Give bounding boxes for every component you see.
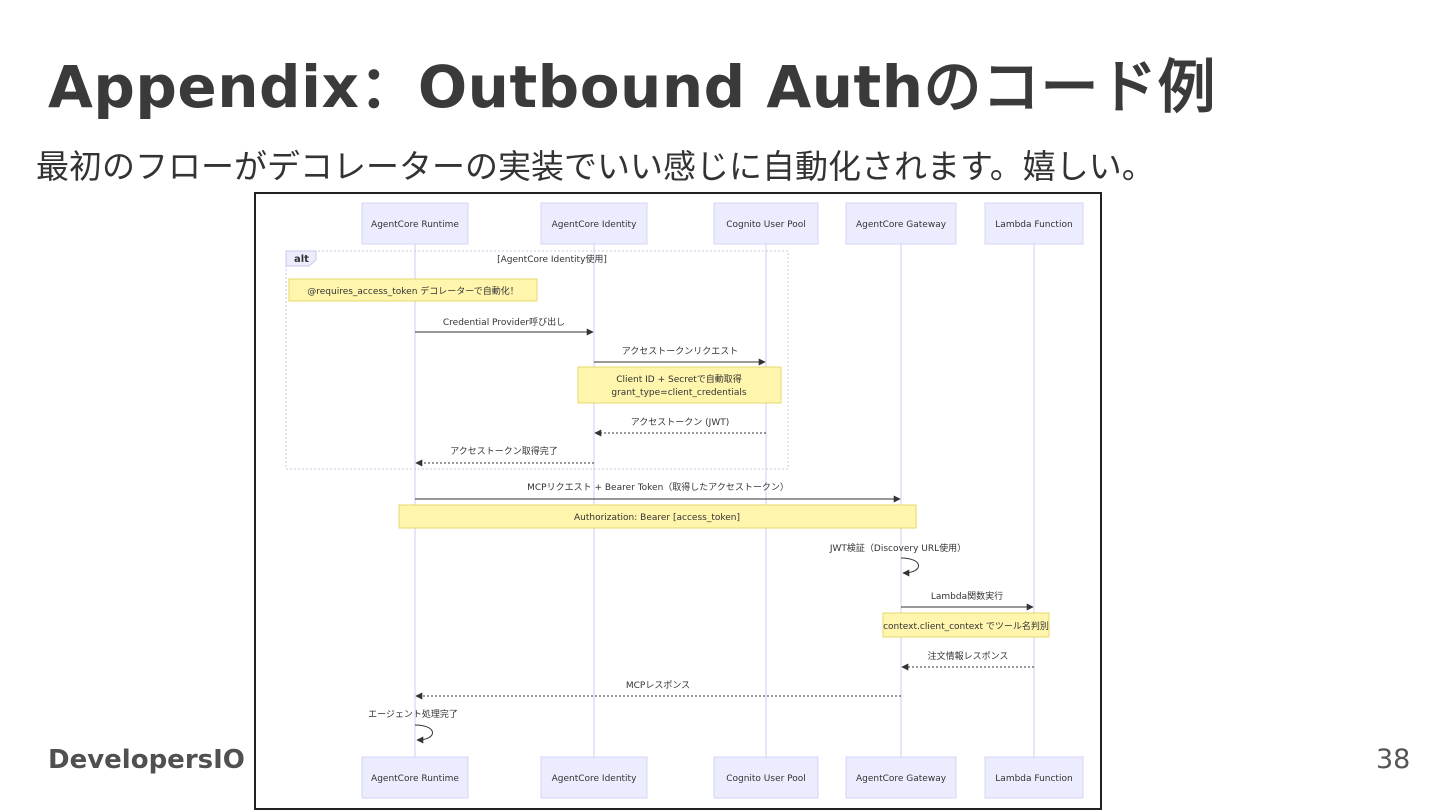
message-label: MCPレスポンス	[626, 680, 690, 691]
note-client-credentials-line2: grant_type=client_credentials	[611, 388, 747, 398]
participant-label: AgentCore Identity	[552, 220, 637, 230]
sequence-diagram: alt [AgentCore Identity使用] @requires_acc…	[254, 192, 1102, 810]
participant-lambda-function-bottom: Lambda Function	[984, 756, 1084, 799]
message-label: アクセストークン取得完了	[450, 445, 558, 457]
alt-keyword: alt	[294, 254, 309, 265]
participant-label: Cognito User Pool	[726, 220, 806, 230]
message-mcp-response: MCPレスポンス	[415, 680, 901, 700]
note-decorator-text: @requires_access_token デコレーターで自動化！	[307, 285, 519, 297]
participant-label: AgentCore Runtime	[371, 220, 459, 230]
message-agent-processing-complete: エージェント処理完了	[368, 708, 458, 744]
participant-cognito-user-pool-bottom: Cognito User Pool	[713, 756, 819, 799]
participant-agentcore-gateway-bottom: AgentCore Gateway	[845, 756, 957, 799]
participant-label: Lambda Function	[995, 774, 1072, 784]
message-access-token-jwt: アクセストークン (JWT)	[594, 417, 766, 437]
message-credential-provider-call: Credential Provider呼び出し	[415, 316, 594, 336]
note-client-context: context.client_context でツール名判別	[882, 612, 1050, 638]
note-client-credentials: Client ID + Secretで自動取得 grant_type=clien…	[577, 366, 782, 404]
message-order-info-response: 注文情報レスポンス	[901, 650, 1034, 671]
participant-label: AgentCore Gateway	[856, 220, 947, 230]
participant-cognito-user-pool-top: Cognito User Pool	[713, 202, 819, 245]
message-label: アクセストークンリクエスト	[622, 346, 739, 357]
alt-label-tab	[285, 250, 317, 267]
lifelines	[414, 244, 1035, 759]
message-lambda-invoke: Lambda関数実行	[901, 590, 1034, 611]
participant-agentcore-runtime-bottom: AgentCore Runtime	[361, 756, 469, 799]
participant-label: AgentCore Identity	[552, 774, 637, 784]
note-client-context-text: context.client_context でツール名判別	[883, 620, 1049, 632]
message-access-token-acquired: アクセストークン取得完了	[415, 445, 594, 467]
message-jwt-verification: JWT検証（Discovery URL使用）	[829, 542, 966, 577]
participant-label: AgentCore Gateway	[856, 774, 947, 784]
message-label: JWT検証（Discovery URL使用）	[829, 542, 966, 554]
note-authorization-header-text: Authorization: Bearer [access_token]	[574, 513, 740, 523]
alt-block: alt [AgentCore Identity使用]	[285, 250, 789, 470]
participant-agentcore-identity-top: AgentCore Identity	[540, 202, 648, 245]
participant-label: AgentCore Runtime	[371, 774, 459, 784]
note-client-credentials-line1: Client ID + Secretで自動取得	[616, 373, 742, 385]
message-label: Credential Provider呼び出し	[443, 316, 565, 328]
message-label: 注文情報レスポンス	[928, 650, 1009, 662]
page-number: 38	[1376, 744, 1411, 775]
message-label: アクセストークン (JWT)	[631, 417, 730, 428]
message-mcp-request: MCPリクエスト + Bearer Token（取得したアクセストークン）	[415, 481, 901, 503]
message-label: エージェント処理完了	[368, 708, 458, 720]
message-access-token-request: アクセストークンリクエスト	[594, 346, 766, 366]
participant-label: Cognito User Pool	[726, 774, 806, 784]
note-decorator: @requires_access_token デコレーターで自動化！	[288, 278, 538, 302]
participant-label: Lambda Function	[995, 220, 1072, 230]
footer-brand-logo: DevelopersIO 20	[48, 745, 291, 775]
note-authorization-header: Authorization: Bearer [access_token]	[398, 504, 917, 529]
slide-subtitle: 最初のフローがデコレーターの実装でいい感じに自動化されます。嬉しい。	[36, 147, 1155, 186]
participant-agentcore-identity-bottom: AgentCore Identity	[540, 756, 648, 799]
alt-condition: [AgentCore Identity使用]	[497, 253, 607, 265]
slide-title: Appendix：Outbound Authのコード例	[48, 53, 1217, 121]
participant-agentcore-gateway-top: AgentCore Gateway	[845, 202, 957, 245]
participant-lambda-function-top: Lambda Function	[984, 202, 1084, 245]
message-label: Lambda関数実行	[931, 590, 1003, 602]
participant-agentcore-runtime-top: AgentCore Runtime	[361, 202, 469, 245]
message-label: MCPリクエスト + Bearer Token（取得したアクセストークン）	[527, 481, 789, 493]
